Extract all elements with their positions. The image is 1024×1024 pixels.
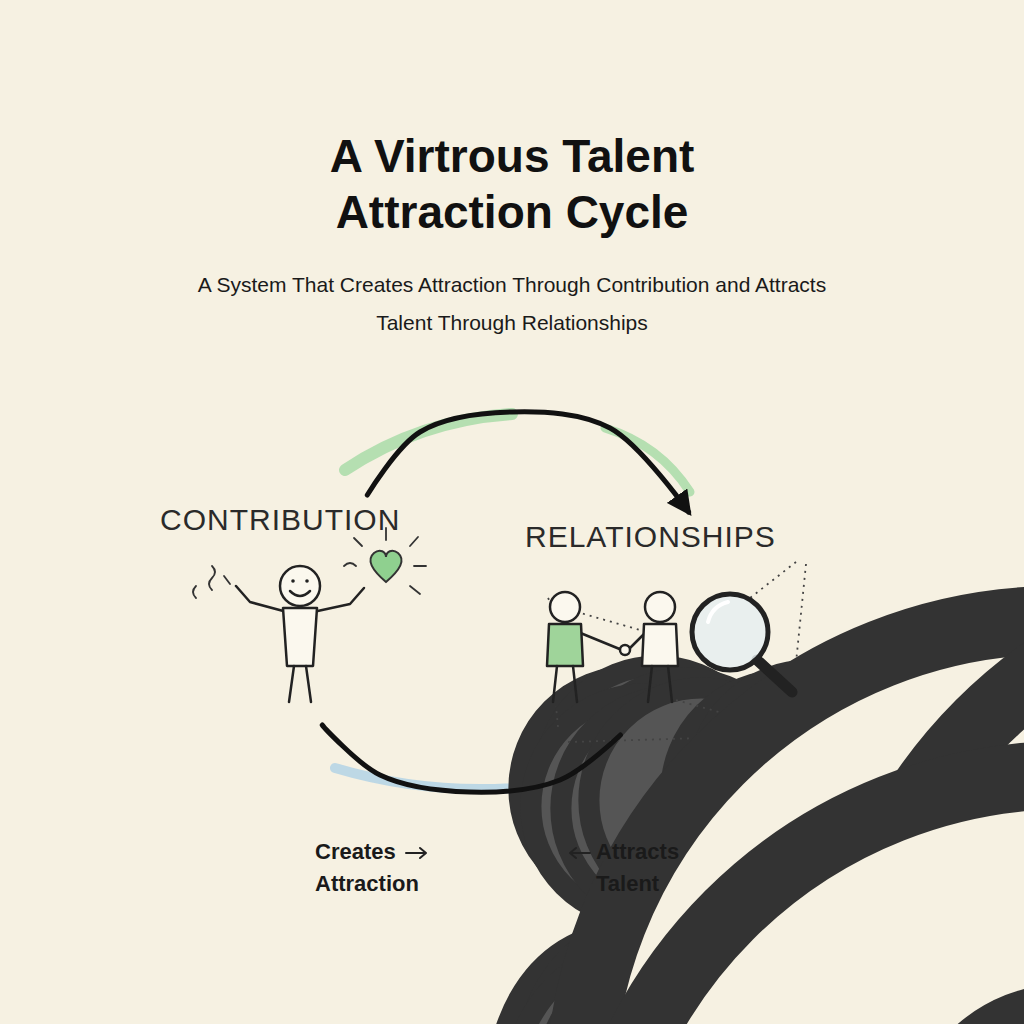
figure-leg (289, 666, 294, 702)
figure-head (280, 566, 320, 606)
person-leg (648, 666, 652, 702)
person-head (550, 592, 580, 622)
glass-lens (692, 594, 768, 670)
giving-figure (236, 566, 364, 702)
stage-title: CONTRIBUTION (160, 503, 400, 537)
person-icon (589, 775, 1024, 1024)
heart-symbol (370, 551, 401, 582)
wave (224, 576, 230, 584)
figure-arm (313, 588, 364, 612)
ray (354, 538, 362, 546)
dotted-link (750, 562, 796, 598)
figure-eye (305, 579, 309, 583)
person-body (547, 624, 583, 666)
cycle-label: Attracts Talent (596, 836, 696, 900)
illustrated-stage: CONTRIBUTION (150, 495, 415, 725)
person-leg (553, 666, 557, 702)
subtitle: A System That Creates Attraction Through… (192, 266, 832, 342)
diagram-title: A Virtrous Talent Attraction Cycle (232, 128, 792, 240)
wave (209, 566, 215, 590)
person-arm (578, 632, 622, 650)
dotted-link (556, 706, 558, 727)
illustrated-stage: RELATIONSHIPS (515, 512, 825, 735)
figure-eye (291, 579, 295, 583)
figure-smile (290, 591, 310, 596)
person-leg (573, 666, 577, 702)
figure-leg (306, 666, 311, 702)
person-leg (668, 666, 672, 702)
direction-arrows (406, 848, 590, 858)
glass-handle (757, 660, 792, 692)
relationships-illustration (547, 562, 1024, 1024)
ray (344, 563, 356, 566)
cycle-label: Creates Attraction (315, 836, 435, 900)
green-highlight (345, 414, 512, 470)
small-arrow (406, 848, 426, 858)
wave (193, 586, 196, 598)
green-person (547, 592, 622, 702)
magnifying-glass (692, 594, 792, 692)
figure-body (283, 608, 317, 666)
person-head (645, 592, 675, 622)
ray (410, 537, 418, 546)
glass-glint (708, 602, 728, 622)
ray (410, 586, 420, 594)
person-body (642, 624, 678, 666)
partner-person (620, 592, 678, 702)
cycle-arrow (367, 412, 688, 512)
stage-title: RELATIONSHIPS (525, 520, 776, 554)
cycle-arrow (322, 725, 620, 792)
ray (414, 565, 426, 567)
handshake (620, 645, 630, 655)
radiating-lines (193, 528, 426, 598)
small-arrow (570, 848, 590, 858)
